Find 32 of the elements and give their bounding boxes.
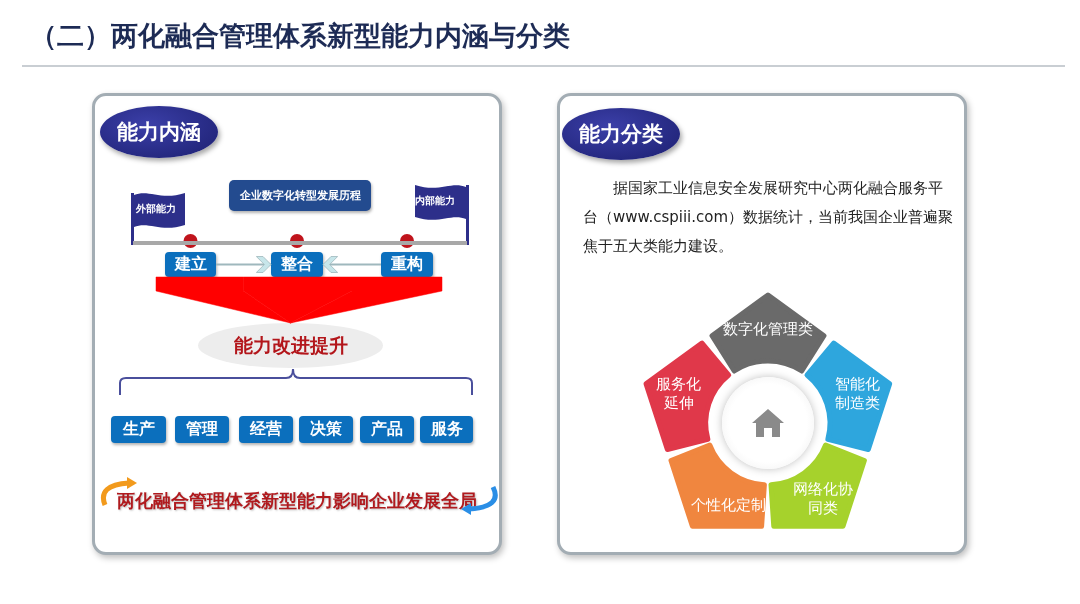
panel-card xyxy=(557,93,967,555)
timeline xyxy=(133,241,467,245)
stage-tag: 建立 xyxy=(165,252,216,277)
funnel-arrow xyxy=(155,276,291,324)
segment-label: 数字化管理类 xyxy=(722,319,814,339)
flag xyxy=(413,183,469,245)
segment-label: 个性化定制 xyxy=(690,495,768,515)
area-tag: 决策 xyxy=(299,416,353,443)
panel-card xyxy=(92,93,502,555)
goal-ellipse: 能力改进提升 xyxy=(198,323,383,368)
panel-heading: 能力分类 xyxy=(562,108,680,160)
process-title-box: 企业数字化转型发展历程 xyxy=(229,180,371,211)
slide-title: （二）两化融合管理体系新型能力内涵与分类 xyxy=(30,19,570,53)
panel-heading: 能力内涵 xyxy=(100,106,218,158)
flag-label: 外部能力 xyxy=(136,202,176,216)
funnel-arrow xyxy=(290,276,443,324)
area-tag: 服务 xyxy=(420,416,473,443)
pentagon-segment xyxy=(643,339,732,453)
funnel-arrow xyxy=(243,276,353,324)
area-tag: 产品 xyxy=(360,416,414,443)
flag xyxy=(131,191,187,245)
area-tag: 经营 xyxy=(239,416,293,443)
pentagon-segment xyxy=(668,442,768,530)
stage-tag: 整合 xyxy=(271,252,323,277)
intro-paragraph: 据国家工业信息安全发展研究中心两化融合服务平台（www.cspiii.com）数据统计，当前我国企业普遍聚焦于五大类能力建设。 xyxy=(583,178,955,257)
segment-label: 服务化延伸 xyxy=(655,374,703,413)
flag-label: 内部能力 xyxy=(415,194,455,208)
area-tag: 管理 xyxy=(175,416,229,443)
segment-label: 网络化协同类 xyxy=(792,480,855,519)
stage-tag: 重构 xyxy=(381,252,433,277)
area-tag: 生产 xyxy=(111,416,166,443)
segment-label: 智能化制造类 xyxy=(833,374,881,413)
